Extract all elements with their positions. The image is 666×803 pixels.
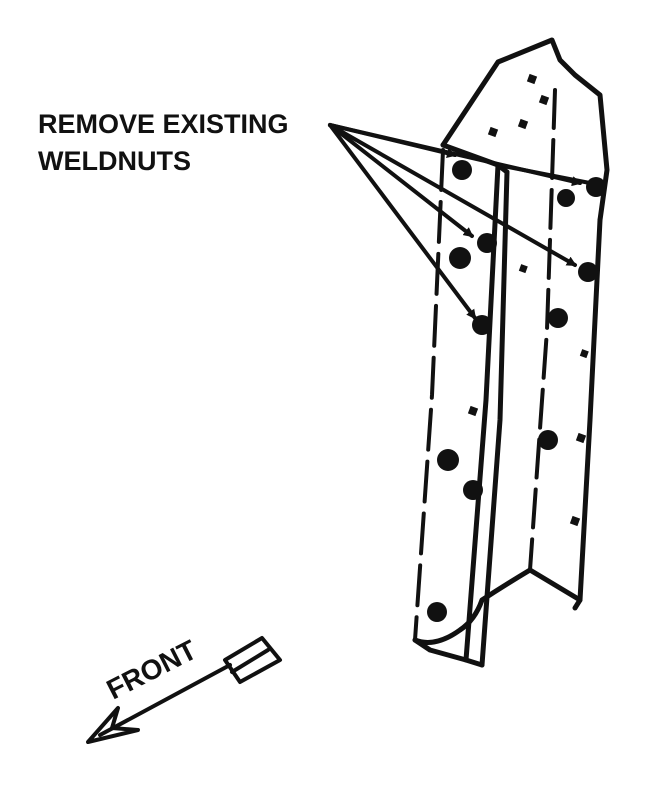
right-outer-edge [577, 217, 603, 603]
weldnut [477, 233, 497, 253]
weldnuts [427, 73, 606, 622]
leader-arrow [328, 123, 474, 238]
center-dashed-edge [528, 88, 557, 572]
weldnut [427, 602, 447, 622]
small-hole [575, 432, 587, 444]
weldnut [449, 247, 471, 269]
weldnut [548, 308, 568, 328]
front-flange-right-edge [479, 169, 510, 668]
leader-arrow [328, 123, 582, 187]
callout-line-2: WELDNUTS [38, 146, 191, 176]
bracket-part [412, 37, 610, 668]
callout-text: REMOVE EXISTING WELDNUTS [38, 109, 289, 176]
leader-arrow [328, 123, 577, 267]
weldnut [578, 262, 598, 282]
front-label: FRONT [102, 634, 202, 705]
weldnut [452, 160, 472, 180]
small-hole [579, 349, 589, 359]
weldnut [586, 177, 606, 197]
leader-arrow [328, 123, 477, 320]
bracket-top-edge [440, 37, 610, 223]
bottom-front-edge [412, 637, 485, 668]
weldnut [472, 315, 492, 335]
weldnut [463, 480, 483, 500]
small-hole [518, 264, 528, 274]
front-direction-indicator: FRONT [86, 634, 282, 744]
small-hole [517, 118, 529, 130]
callout-leaders [328, 123, 582, 320]
small-hole [538, 94, 550, 106]
callout-line-1: REMOVE EXISTING [38, 109, 289, 139]
weldnut [538, 430, 558, 450]
small-hole [569, 515, 581, 527]
left-dashed-edge [413, 148, 445, 642]
small-hole [487, 126, 499, 138]
bottom-profile [412, 567, 583, 645]
small-hole [467, 405, 479, 417]
small-hole [526, 73, 538, 85]
front-arrow-head [86, 706, 140, 744]
weldnut [557, 189, 575, 207]
front-arrow-shaft [98, 663, 232, 737]
front-arrow-fletching [223, 636, 282, 684]
weldnut [437, 449, 459, 471]
